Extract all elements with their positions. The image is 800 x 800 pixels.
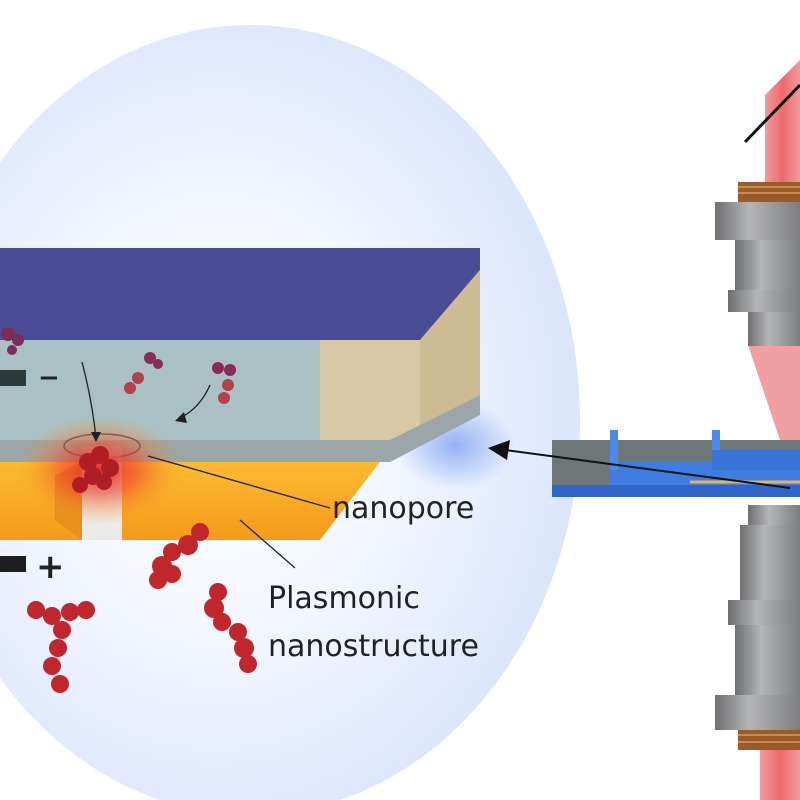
side-wall-right <box>420 270 480 440</box>
protein-top-left <box>1 327 24 355</box>
laser-beam-top <box>765 60 800 190</box>
entry-arrow <box>81 361 97 439</box>
plasmonic-hotspot <box>15 415 185 525</box>
gold-layer-right <box>122 462 380 540</box>
side-arrow-head <box>175 412 187 423</box>
bottom-objective-body <box>735 625 800 695</box>
top-objective-tip <box>748 312 800 346</box>
plasmonic-label-line1: Plasmonic <box>268 581 420 616</box>
nanopore-leader <box>147 455 331 509</box>
minus-sign: − <box>38 363 60 393</box>
zoom-arrow <box>504 449 791 489</box>
bottom-objective-base <box>715 695 800 730</box>
chip-channel <box>552 485 800 497</box>
mirror <box>743 83 800 144</box>
membrane-block <box>0 248 480 540</box>
top-objective-barrel <box>735 240 800 290</box>
laser-cone-top <box>748 345 800 470</box>
inner-arrows <box>81 361 331 569</box>
nanopore-label: nanopore <box>332 491 474 526</box>
top-objective-body <box>715 202 800 240</box>
bottom-objective-tip <box>748 505 800 525</box>
bottom-objective-coil <box>738 730 800 750</box>
plasmonic-leader <box>239 519 296 569</box>
top-layer-face <box>0 248 480 340</box>
side-wall <box>320 340 420 440</box>
entry-arrow-head <box>91 432 101 442</box>
protein-top-middle <box>124 352 163 394</box>
bottom-objective-barrel <box>740 525 800 600</box>
microscope-setup <box>552 60 800 800</box>
plasmonic-label-line2: nanostructure <box>268 629 479 664</box>
protein-in-pore <box>72 446 119 493</box>
bottom-objective-ring <box>728 600 800 625</box>
chip-inlet-left <box>610 430 618 470</box>
top-objective-ring <box>728 290 800 312</box>
proteins <box>1 327 257 693</box>
protein-top-right <box>212 362 236 404</box>
protein-bottom-1 <box>149 523 209 589</box>
plus-sign: + <box>36 547 65 587</box>
zoom-arrow-head <box>488 440 510 460</box>
electrode-bottom <box>0 556 26 572</box>
electrode-top <box>0 370 26 386</box>
protein-bottom-3 <box>27 601 95 693</box>
protein-bottom-2 <box>204 583 257 673</box>
chip-reservoir <box>712 450 800 470</box>
laser-beam-bottom <box>760 740 800 800</box>
